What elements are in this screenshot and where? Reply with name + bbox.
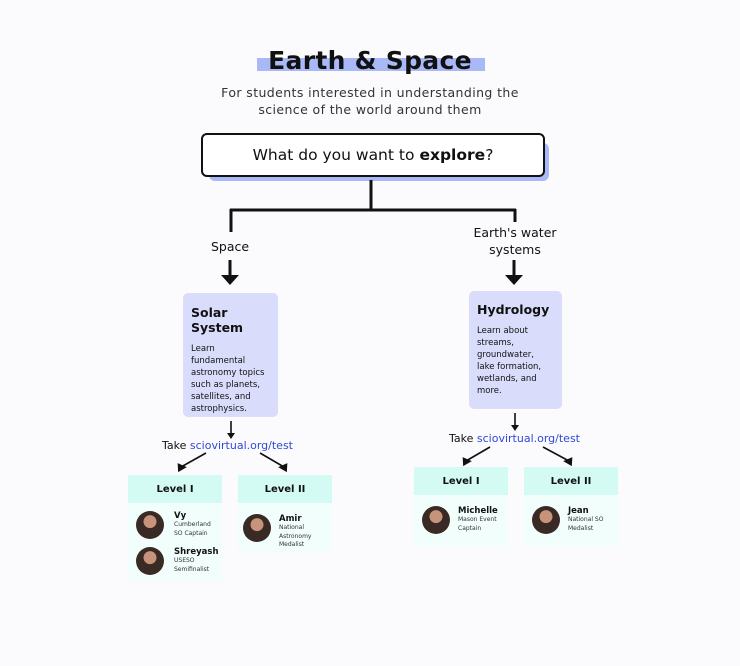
question-prefix: What do you want to (252, 146, 415, 164)
person-description: Cumberland SO Captain (174, 521, 211, 537)
take-label: Take (449, 432, 474, 445)
branch-label-water: Earth's water systems (473, 225, 557, 257)
question-emphasis: explore (419, 146, 486, 164)
person-name: Jean (568, 506, 589, 516)
avatar (243, 514, 271, 542)
topic-description: Learn fundamental astronomy topics such … (191, 344, 265, 414)
avatar (422, 506, 450, 534)
person-description: USESO Semifinalist (174, 557, 210, 573)
test-link[interactable]: sciovirtual.org/test (476, 432, 580, 445)
take-label: Take (162, 439, 187, 452)
level-title: Level II (550, 475, 592, 487)
level-card-level-1: Level I Vy Cumberland SO Captain Shreyas… (128, 475, 222, 582)
topic-card-solar-system: Solar System Learn fundamental astronomy… (183, 293, 278, 417)
person-description: Mason Event Captain (458, 516, 497, 532)
question-suffix: ? (485, 146, 494, 164)
person-name: Vy (174, 511, 187, 521)
test-link[interactable]: sciovirtual.org/test (189, 439, 293, 452)
small-arrow-head (227, 433, 235, 439)
question-box: What do you want to explore ? (201, 133, 545, 177)
level-card-level-1: Level I Michelle Mason Event Captain (414, 467, 508, 546)
avatar (136, 547, 164, 575)
level-title: Level I (442, 475, 480, 487)
person-card: Michelle Mason Event Captain (422, 506, 504, 534)
avatar (532, 506, 560, 534)
topic-title: Solar System (191, 305, 244, 335)
arrow-water-head (505, 275, 523, 285)
person-card: Amir National Astronomy Medalist (243, 514, 325, 550)
title-highlight (257, 58, 485, 71)
arrow-space-head (221, 275, 239, 285)
person-name: Michelle (458, 506, 498, 516)
take-test-line: Take sciovirtual.org/test (449, 432, 580, 445)
person-name: Amir (279, 514, 302, 524)
level-card-level-2: Level II Amir National Astronomy Medalis… (238, 475, 332, 552)
person-description: National SO Medalist (568, 516, 604, 532)
page-title: Earth & Space (268, 46, 472, 75)
person-card: Vy Cumberland SO Captain (136, 511, 220, 539)
person-card: Jean National SO Medalist (532, 506, 608, 534)
person-card: Shreyash USESO Semifinalist (136, 547, 220, 575)
level-card-level-2: Level II Jean National SO Medalist (524, 467, 618, 546)
page-subtitle: For students interested in understanding… (221, 85, 519, 117)
person-description: National Astronomy Medalist (279, 524, 312, 548)
branch-label-space: Space (210, 239, 250, 254)
level-title: Level I (156, 483, 194, 495)
avatar (136, 511, 164, 539)
level-title: Level II (264, 483, 306, 495)
take-test-line: Take sciovirtual.org/test (162, 439, 293, 452)
topic-card-hydrology: Hydrology Learn about streams, groundwat… (469, 291, 562, 409)
topic-title: Hydrology (477, 302, 550, 317)
person-name: Shreyash (174, 547, 219, 557)
topic-description: Learn about streams, groundwater, lake f… (477, 326, 542, 396)
